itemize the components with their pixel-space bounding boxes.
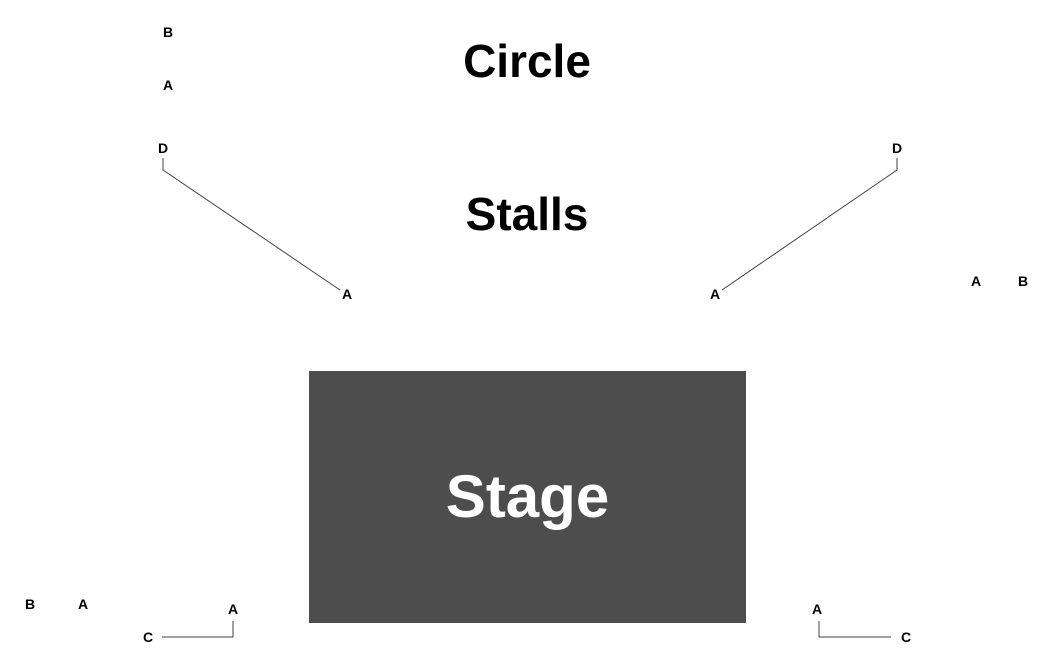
row-label-stalls-right-a: A [709,286,721,302]
row-label-circle-left-a: A [162,77,174,93]
stage-area: Stage [309,371,746,623]
row-label-stalls-right-d: D [891,140,903,156]
stalls-left-connector [162,158,341,291]
stalls-right-connector [721,158,898,291]
row-label-bottom-left-c: C [142,629,154,645]
stage-label: Stage [445,463,610,530]
row-label-bottom-left-a2: A [227,601,239,617]
row-label-stalls-left-a: A [341,286,353,302]
row-label-bottom-right-c: C [900,629,912,645]
row-label-side-right-b: B [1017,273,1029,289]
row-label-circle-left-b: B [162,24,174,40]
circle-section-title: Circle [463,35,591,87]
bottom-right-connector [818,621,891,638]
stalls-section-title: Stalls [465,188,589,240]
row-label-stalls-left-d: D [157,140,169,156]
row-label-bottom-left-a1: A [77,596,89,612]
row-label-bottom-left-b: B [24,596,36,612]
bottom-left-connector [162,621,234,638]
row-label-bottom-right-a: A [811,601,823,617]
row-label-side-right-a: A [970,273,982,289]
